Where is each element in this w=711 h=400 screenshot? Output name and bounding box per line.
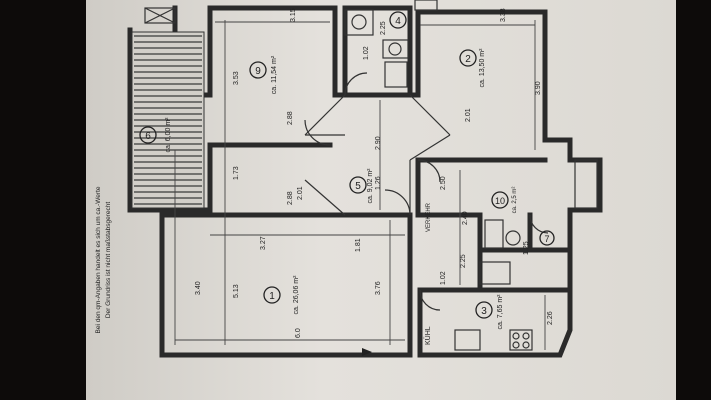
dim-text: 3.38 [500,8,507,22]
room-5-area: ca. 9,02 m² [367,168,374,204]
room-7: 7 [539,230,555,246]
room-1: 1 ca. 26,06 m² [263,275,300,315]
room-labels: 1 ca. 26,06 m² 2 ca. 13,50 m² 3 ca. 7,65… [139,11,555,330]
dim-text: 2.90 [375,136,382,150]
room-2: 2 ca. 13,50 m² [459,48,486,88]
text-labels: KÜHL VERKEHR [424,202,432,345]
kuehl-label: KÜHL [424,326,432,345]
dim-text: 2.40 [462,211,469,225]
dim-text: 2.26 [547,311,554,325]
dim-text: 5.13 [233,284,240,298]
room-6: 6 ca. 6,00 m² [139,117,172,153]
room-4-circle [389,11,407,29]
room-9-number: 9 [255,66,261,77]
room-10-area: ca. 2,5 m² [512,187,518,214]
room-10-number: 10 [495,196,505,206]
room-7-number: 7 [544,234,549,244]
room-3-area: ca. 7,65 m² [497,294,504,330]
room-3: 3 ca. 7,65 m² [475,294,504,330]
room-1-area: ca. 26,06 m² [293,275,300,315]
room-4: 4 [389,11,407,29]
side-note: Bei den qm-Angaben handelt es sich um ca… [95,186,112,333]
dim-text: 2.01 [465,108,472,122]
dim-text: 1.02 [440,271,447,285]
room-1-number: 1 [269,291,275,302]
dim-text: 2.88 [287,191,294,205]
top-marks [144,0,438,24]
arrow-mark [362,348,372,356]
dim-text: 2.25 [380,21,387,35]
dimension-lines [174,20,546,350]
room-3-number: 3 [481,306,487,317]
room-9-circle [249,61,267,79]
balcony-hatching [131,31,205,209]
room-6-circle [139,126,157,144]
room-6-number: 6 [145,131,151,142]
dim-text: 1.73 [233,166,240,180]
dimension-texts: 3.40 5.13 3.76 3.27 1.73 3.53 2.90 1.26 … [195,8,554,338]
room-5: 5 ca. 9,02 m² [349,168,374,204]
room-9-area: ca. 11,54 m² [271,55,278,94]
door-swings [304,72,549,311]
room-6-area: ca. 6,00 m² [165,117,172,153]
dim-text: 3.53 [233,71,240,85]
room-2-circle [459,49,477,67]
room-1-circle [263,286,281,304]
room-2-number: 2 [465,54,471,65]
room-9: 9 ca. 11,54 m² [249,55,278,94]
hall-diagonals [304,94,451,216]
dim-text: 1.26 [375,176,382,190]
room-5-circle [349,176,367,194]
dim-text: 3.40 [195,281,202,295]
dim-text: 2.88 [287,111,294,125]
dim-text: 1.02 [363,46,370,60]
dim-text: 6.0 [295,328,302,338]
dim-text: 3.15 [290,8,297,22]
verkehr-label: VERKEHR [426,202,432,232]
fixtures [344,9,598,351]
dim-text: 3.76 [375,281,382,295]
side-note-line1: Bei den qm-Angaben handelt es sich um ca… [95,186,102,333]
room-10: 10 ca. 2,5 m² [491,187,518,214]
room-3-circle [475,301,493,319]
dim-text: 3.90 [535,81,542,95]
dim-text: 1.25 [523,241,530,255]
side-note-line2: Der Grundriss ist nicht maßstabsgerecht [105,202,112,319]
room-7-circle [539,230,555,246]
room-5-number: 5 [355,181,361,192]
interior-walls [159,92,573,358]
dim-text: 2.25 [460,254,467,268]
dim-text: 3.27 [260,236,267,250]
room-4-number: 4 [395,16,401,27]
room-10-circle [491,191,509,209]
dim-text: 1.81 [355,238,362,252]
dim-text: 2.01 [297,186,304,200]
room-2-area: ca. 13,50 m² [479,48,486,88]
dim-text: 2.50 [440,176,447,190]
